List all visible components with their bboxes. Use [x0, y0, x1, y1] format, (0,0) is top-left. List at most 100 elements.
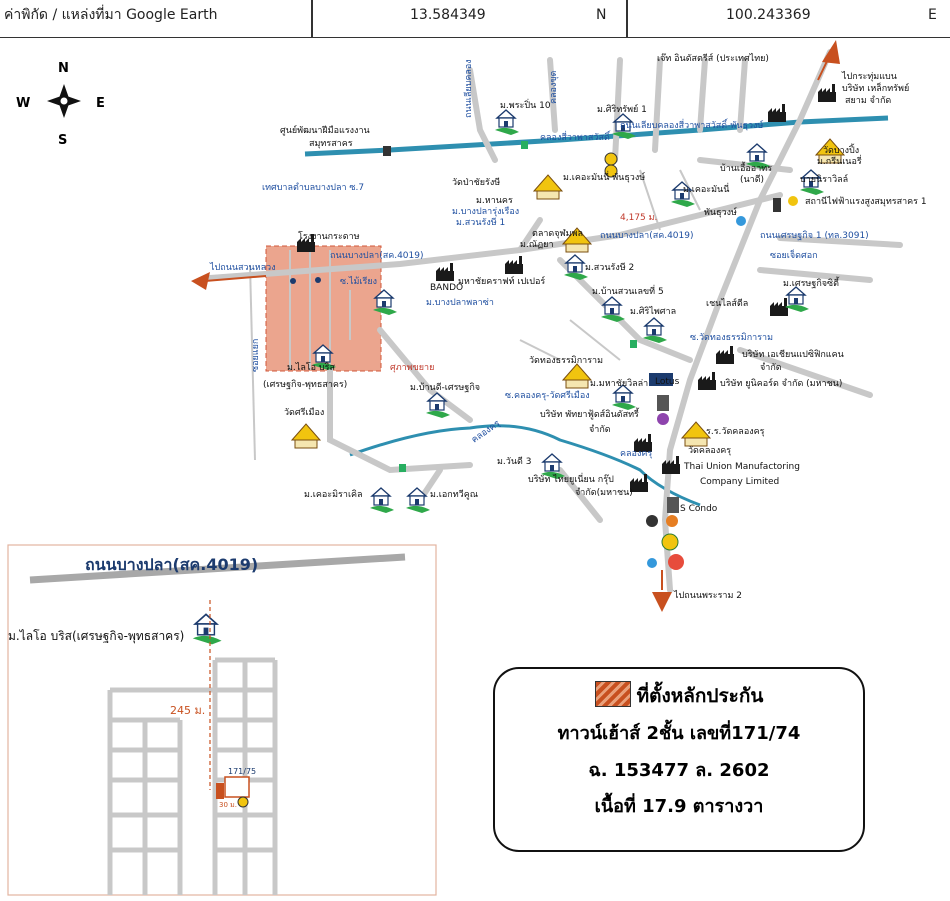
label-mahachai-villa: ม.มหาชัยวิลล่า	[590, 378, 648, 389]
label-soi: ซ.ไม้เรียง	[340, 276, 377, 287]
location-map: N S W E	[7, 40, 927, 896]
direction-arrows	[191, 40, 840, 612]
inset-marker-icon	[237, 796, 249, 808]
label-hanakorn: ม.หานคร	[476, 196, 513, 206]
label-chain-steel: เชนไลส์ตีล	[706, 297, 748, 309]
label-training-center-2: สมุทรสาคร	[309, 139, 353, 149]
temple-icon	[291, 423, 321, 449]
label-mahachai-craft: มหาชัยคราฟท์ เปเปอร์	[458, 275, 545, 287]
longitude-value: 100.243369	[726, 7, 811, 23]
poi-marker-icon	[290, 141, 798, 570]
label-to-rama2: ไปถนนพระราม 2	[673, 590, 742, 601]
label-vertical-road: ถนนเลียบคลอง	[463, 59, 474, 118]
label-miracle: ม.เคอะมิราเคิล	[304, 489, 363, 500]
label-canal-name: คลองสี่วาพาสวัสดิ์	[540, 130, 611, 143]
label-steel-2: สยาม จำกัด	[845, 95, 891, 106]
label-soi-jetsod: ซอยเจ็ดศอก	[770, 248, 818, 261]
label-vertical-road-2: คลองขุด	[549, 71, 559, 104]
label-to-kratumban: ไปกระทุ่มแบน	[841, 71, 897, 82]
factory-icon	[768, 104, 786, 122]
factory-icon	[698, 372, 716, 390]
label-soi-watthong: ซ.วัดทองธรรมิการาม	[690, 332, 773, 343]
label-to-suanluang: ไปถนนสวนหลวง	[209, 262, 276, 273]
coord-source-label: ค่าพิกัด / แหล่งที่มา Google Earth	[4, 7, 218, 23]
latitude-dir: N	[596, 7, 607, 23]
label-talad: ตลาดจุฬมพล	[532, 228, 583, 239]
compass-s: S	[58, 133, 67, 148]
label-wandi: ม.วันดี 3	[497, 456, 531, 467]
label-school: ร.ร.วัดคลองครุ	[706, 427, 765, 437]
house-icon	[494, 109, 520, 136]
label-wat-thong: วัดทองธรรมิการาม	[529, 355, 603, 366]
label-siripaisan: ม.ศิริไพศาล	[630, 306, 676, 317]
label-suanrung-1: ม.สวนรังษี 1	[456, 217, 505, 228]
label-siri: ม.ศิริทรัพย์ 1	[597, 103, 647, 115]
label-road-4019-b: ถนนบางปลา(สค.4019)	[600, 231, 694, 241]
label-nadi: (นาดี)	[740, 174, 764, 185]
label-jet: เจ๊ท อินดัสตรีส์ (ประเทศไทย)	[657, 52, 769, 64]
label-wat-srimuang: วัดศรีเมือง	[284, 407, 324, 418]
compass-w: W	[16, 96, 30, 111]
label-asian-pacific: บริษัท เอเชียนแปซิฟิกแคน	[742, 349, 844, 360]
factory-icon	[818, 84, 836, 102]
legend-line-1: ทาวน์เฮ้าส์ 2ชั้น เลขที่171/74	[557, 723, 801, 744]
compass-e: E	[96, 96, 105, 111]
label-klong-bottom: คลองครุ	[470, 419, 502, 446]
label-wat-klongkru: วัดคลองครุ	[688, 446, 731, 456]
house-icon	[369, 487, 395, 514]
legend-title: ที่ตั้งหลักประกัน	[636, 685, 764, 707]
label-lio-bliss-2: (เศรษฐกิจ-พุทธสาคร)	[263, 379, 347, 390]
label-s-condo: S Condo	[680, 504, 718, 514]
label-canal-road: ถนนเลียบคลองสี่วาพาสวัสดิ์-พันธุวงษ์	[620, 118, 764, 131]
label-pattaya-food-2: จำกัด	[589, 424, 611, 435]
label-phanthu: พันธุวงษ์	[704, 206, 737, 218]
factory-icon	[505, 256, 523, 274]
label-vertical-road-3: ซอยแยก	[251, 339, 261, 372]
divider	[311, 0, 313, 37]
minor-roads	[249, 169, 701, 461]
label-steel: บริษัท เหล็กทรัพย์	[842, 81, 909, 94]
label-klongkru-canal: คลองครุ	[620, 449, 652, 459]
label-substation: สถานีไฟฟ้าแรงสูงสมุทรสาคร 1	[805, 196, 927, 207]
inset-plot	[224, 776, 250, 798]
label-baansuan-5: ม.บ้านสวนเลขที่ 5	[592, 284, 664, 297]
label-baan-ua: บ้านเอื้ออาทร	[720, 161, 772, 174]
legend-box: ที่ตั้งหลักประกัน ทาวน์เฮ้าส์ 2ชั้น เลขท…	[493, 667, 865, 852]
label-bayni: บายนิราวิลล์	[800, 173, 848, 185]
coordinate-bar: ค่าพิกัด / แหล่งที่มา Google Earth 13.58…	[0, 0, 950, 38]
inset-home-label: ม.ไลโอ บริส(เศรษฐกิจ-พุทธสาคร)	[8, 629, 184, 644]
label-naya: ม.ณัฏยา	[520, 240, 554, 250]
temple-icon	[533, 174, 563, 200]
inset-distance-label: 245 ม.	[170, 704, 205, 717]
label-lotus: Lotus	[655, 377, 680, 387]
label-pattaya-food: บริษัท พัทยาฟู้ดส์อินดัสทรี้	[540, 407, 640, 420]
divider	[626, 0, 628, 37]
longitude-dir: E	[928, 7, 937, 23]
label-road-4019: ถนนบางปลา(สค.4019)	[330, 251, 424, 261]
label-thai-union-2: Company Limited	[700, 477, 779, 487]
legend-line-2: ฉ. 153477 ล. 2602	[588, 760, 770, 781]
label-factory: โรงงานกระดาษ	[298, 231, 360, 242]
label-phrapin: ม.พระปิ่น 10	[500, 98, 551, 111]
label-comunity-1: ม.เคอะมันนี่ พันธุวงษ์	[563, 170, 645, 183]
inset-road-grid	[107, 657, 278, 895]
legend-swatch	[594, 681, 631, 707]
label-bangpla-rung: ม.บางปลารุ่งเรือง	[452, 206, 519, 217]
latitude-value: 13.584349	[410, 7, 486, 23]
legend-title-row: ที่ตั้งหลักประกัน	[495, 681, 863, 711]
compass-icon: N S W E	[16, 61, 105, 148]
canal-klongkru	[349, 424, 701, 507]
label-distance: 4,175 ม.	[620, 213, 657, 223]
inset-width-label: 30 ม.	[219, 801, 237, 809]
label-unicord: บริษัท ยูนิคอร์ด จำกัด (มหาชน)	[720, 377, 842, 389]
direction-arrow-lines	[204, 54, 831, 590]
compass-n: N	[58, 61, 69, 76]
label-municipality: เทศบาลตำบลบางปลา ซ.7	[262, 182, 364, 193]
inset-road-label: ถนนบางปลา(สค.4019)	[85, 555, 258, 574]
inset-plot-number: 171/75	[228, 767, 256, 776]
factory-icon	[436, 263, 454, 281]
label-wat-bangping: วัดบางปิ้ง	[823, 143, 859, 156]
house-icon	[784, 286, 810, 313]
label-thaiyu: บริษัท ไทยยูเนี่ยน กรุ๊ป	[528, 472, 614, 485]
label-supap: ศุภาพขยาย	[390, 363, 434, 373]
